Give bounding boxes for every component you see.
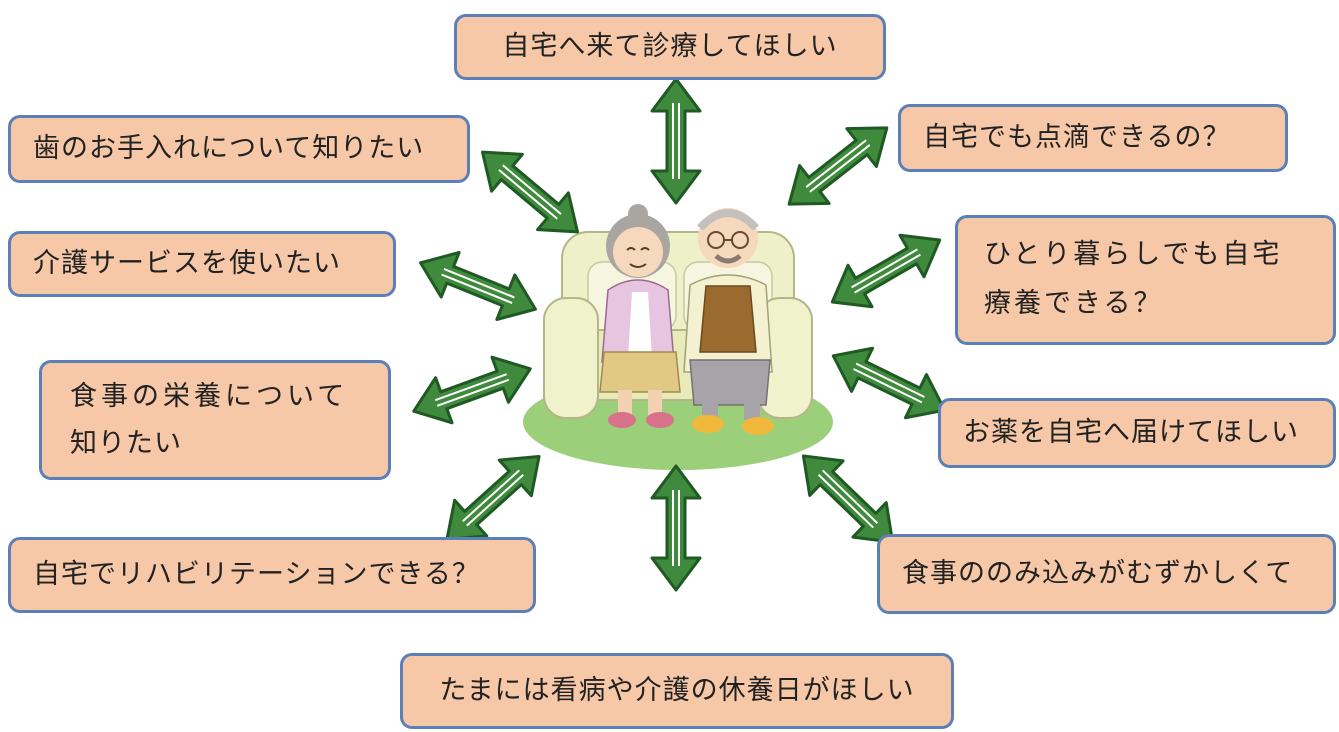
need-text-dental: 歯のお手入れについて知りたい: [33, 133, 425, 165]
need-text-nutrition-line1: 食事の栄養について: [70, 380, 349, 412]
need-box-nutrition: 食事の栄養について 知りたい: [39, 360, 391, 480]
need-box-medicine: お薬を自宅へ届けてほしい: [938, 398, 1336, 468]
arrow-living-alone: [818, 217, 954, 325]
arrow-respite: [650, 464, 702, 592]
need-text-respite: たまには看病や介護の休養日がほしい: [439, 675, 915, 707]
need-text-living-alone-line2: 療養できる？: [984, 288, 1164, 319]
need-box-respite: たまには看病や介護の休養日がほしい: [400, 653, 954, 729]
need-text-care-service: 介護サービスを使いたい: [33, 248, 341, 280]
arrow-medicine: [821, 332, 957, 434]
need-text-iv-drip: 自宅でも点滴できるの？: [923, 122, 1231, 154]
need-box-swallowing: 食事ののみ込みがむずかしくて: [877, 534, 1336, 614]
need-box-iv-drip: 自宅でも点滴できるの？: [898, 104, 1288, 172]
elderly-couple-on-sofa-illustration: [543, 204, 813, 435]
need-box-rehab: 自宅でリハビリテーションできる？: [8, 537, 536, 613]
need-text-medicine: お薬を自宅へ届けてほしい: [963, 417, 1299, 449]
need-text-living-alone-line1: ひとり暮らしでも自宅: [984, 239, 1283, 271]
arrow-care-service: [410, 239, 546, 333]
need-text-rehab: 自宅でリハビリテーションできる？: [33, 559, 480, 591]
arrow-nutrition: [404, 344, 540, 436]
need-box-care-service: 介護サービスを使いたい: [8, 231, 396, 297]
arrow-top: [650, 77, 702, 205]
need-text-nutrition-line2: 知りたい: [70, 428, 182, 459]
need-box-dental: 歯のお手入れについて知りたい: [8, 115, 470, 183]
need-box-home-visit: 自宅へ来て診療してほしい: [454, 14, 886, 80]
need-box-living-alone: ひとり暮らしでも自宅 療養できる？: [955, 215, 1336, 345]
arrow-dental: [465, 132, 595, 252]
arrow-iv-drip: [772, 107, 904, 225]
need-text-swallowing: 食事ののみ込みがむずかしくて: [902, 558, 1294, 590]
need-text-home-visit: 自宅へ来て診療してほしい: [502, 31, 838, 63]
